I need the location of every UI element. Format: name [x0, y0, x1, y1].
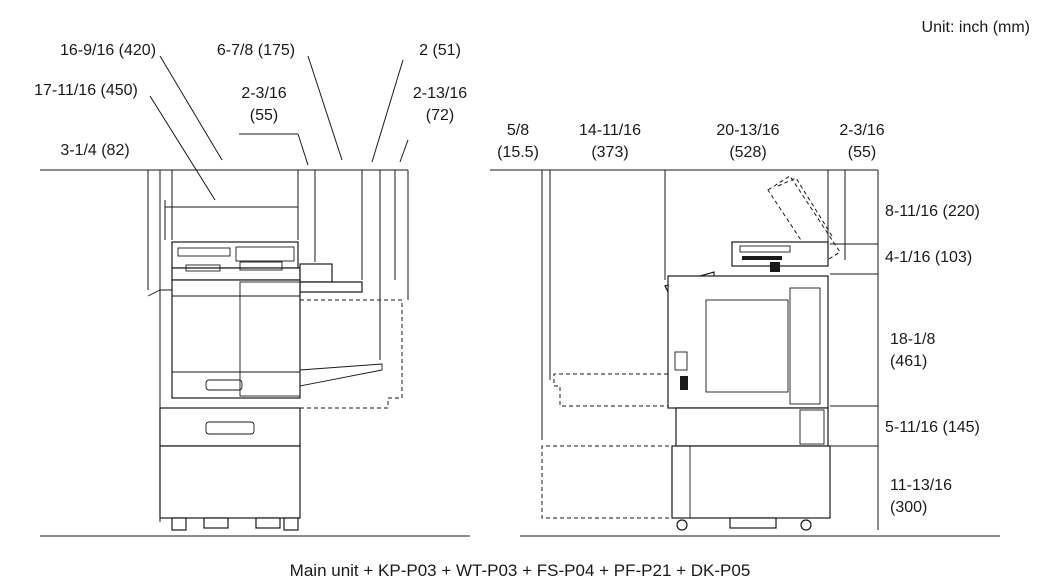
side-machine — [541, 175, 841, 531]
side-desk — [671, 445, 831, 519]
label-depth-a: 14-11/16 — [579, 122, 641, 139]
label-depth-b: 20-13/16 — [716, 122, 779, 139]
label-tray-right-mm: (72) — [426, 107, 454, 124]
label-depth-a-mm: (373) — [591, 144, 628, 161]
label-adf-height: 4-1/16 (103) — [885, 249, 972, 266]
side-dim-ticks — [541, 170, 879, 530]
front-main-body — [171, 279, 301, 399]
label-tray-height: 5-11/16 (145) — [885, 419, 980, 436]
front-view: 16-9/16 (420) 17-11/16 (450) 3-1/4 (82) … — [34, 42, 470, 537]
label-left-tray: 3-1/4 (82) — [60, 142, 129, 159]
label-finisher-gap: 2-3/16 — [241, 85, 286, 102]
label-rear: 2-3/16 — [839, 122, 884, 139]
label-tray-right: 2-13/16 — [413, 85, 467, 102]
front-adf — [171, 241, 299, 269]
caption: Main unit + KP-P03 + WT-P03 + FS-P04 + P… — [290, 561, 751, 580]
front-finisher-outline — [300, 299, 403, 409]
label-body-height: 18-1/8 — [890, 331, 935, 348]
label-front-offset-mm: (15.5) — [497, 144, 539, 161]
label-rear-mm: (55) — [848, 144, 876, 161]
front-desk — [159, 445, 301, 519]
side-view: 5/8 (15.5) 14-11/16 (373) 20-13/16 (528)… — [490, 122, 1000, 537]
front-paper-feed — [159, 407, 301, 447]
label-body-height-mm: (461) — [890, 353, 927, 370]
side-desk-outline — [541, 445, 676, 519]
side-paper-feed — [675, 407, 829, 447]
label-desk-height-mm: (300) — [890, 499, 927, 516]
side-finisher-outline — [553, 373, 668, 407]
label-width-body: 17-11/16 (450) — [34, 82, 138, 99]
front-leaders — [149, 55, 409, 201]
side-door — [705, 299, 789, 393]
label-tray-extent: 2 (51) — [419, 42, 461, 59]
unit-note: Unit: inch (mm) — [922, 19, 1030, 36]
label-finisher-depth: 6-7/8 (175) — [217, 42, 295, 59]
side-main-body — [667, 275, 829, 409]
front-bypass-tray — [147, 289, 172, 297]
front-machine — [147, 241, 403, 531]
label-adf-open: 8-11/16 (220) — [885, 203, 980, 220]
front-output-tray — [299, 281, 363, 293]
label-desk-height: 11-13/16 — [890, 477, 952, 494]
front-finisher-tray — [299, 363, 383, 387]
side-adf-open — [767, 175, 841, 267]
label-width-overall: 16-9/16 (420) — [60, 42, 156, 59]
label-front-offset: 5/8 — [507, 122, 529, 139]
label-finisher-gap-mm: (55) — [250, 107, 278, 124]
label-depth-b-mm: (528) — [729, 144, 766, 161]
